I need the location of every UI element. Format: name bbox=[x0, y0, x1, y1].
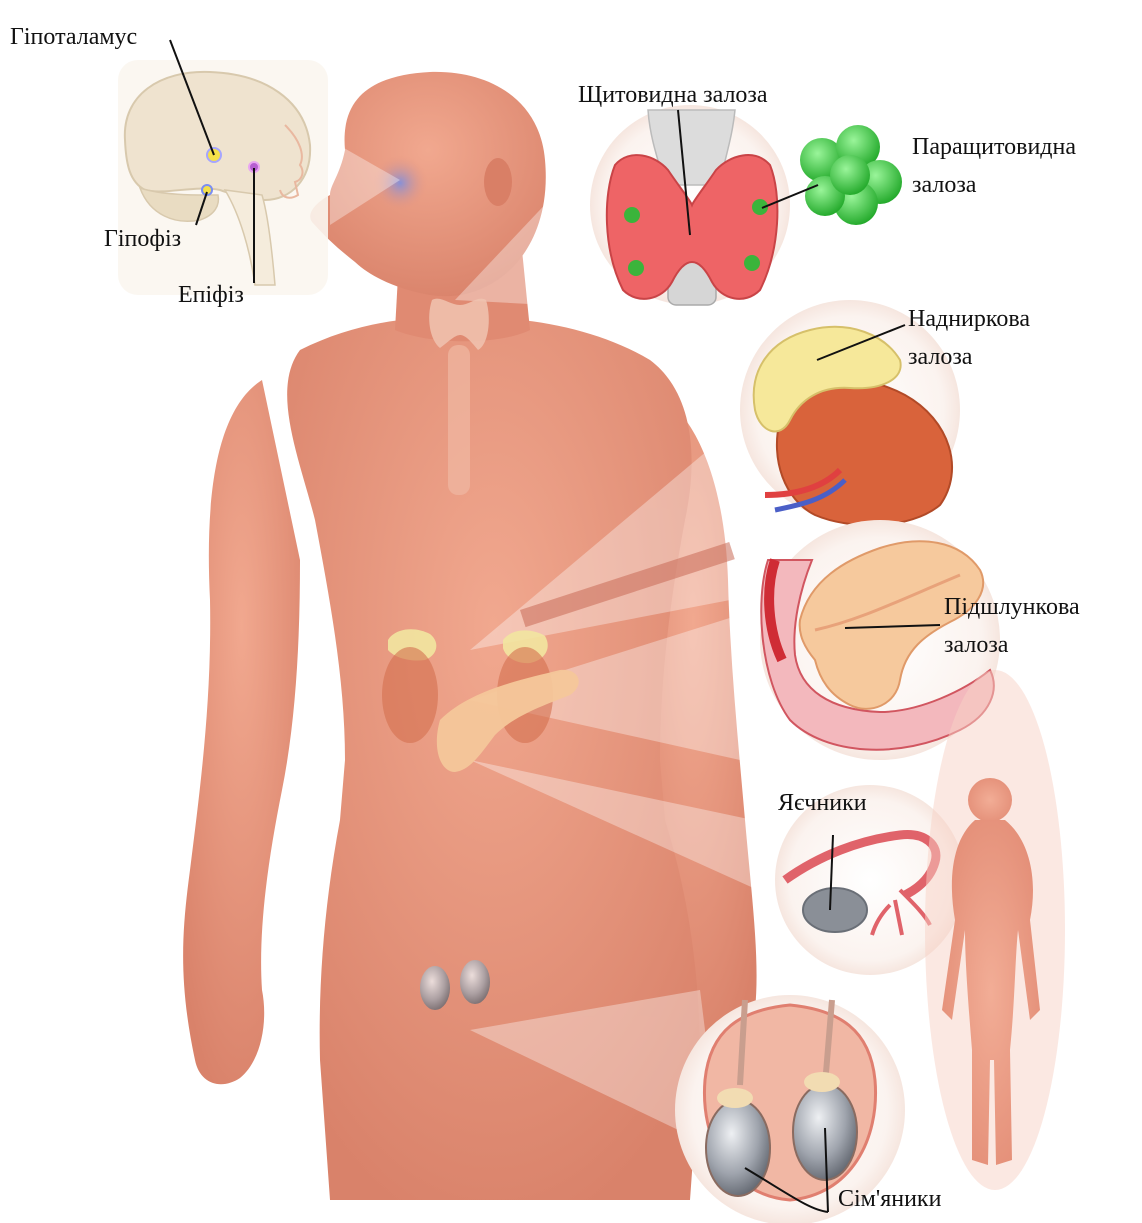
ovary bbox=[803, 888, 867, 932]
label-adrenal-line1: Надниркова bbox=[908, 304, 1030, 335]
label-testes: Сім'яники bbox=[838, 1184, 941, 1215]
ear bbox=[484, 158, 512, 206]
parathyroid-dot bbox=[744, 255, 760, 271]
left-arm bbox=[183, 380, 300, 1084]
label-parathyroid-line1: Паращитовидна bbox=[912, 132, 1076, 163]
label-adrenal-line2: залоза bbox=[908, 342, 972, 373]
label-pituitary: Гіпофіз bbox=[104, 224, 181, 255]
parathyroid-enlarged bbox=[800, 125, 902, 225]
label-parathyroid-line2: залоза bbox=[912, 170, 976, 201]
testis-small-left bbox=[420, 966, 450, 1010]
epididymis-right bbox=[804, 1072, 840, 1092]
parathyroid-dot bbox=[628, 260, 644, 276]
label-thyroid: Щитовидна залоза bbox=[578, 80, 768, 111]
label-ovaries: Яєчники bbox=[778, 788, 867, 819]
label-hypothalamus: Гіпоталамус bbox=[10, 22, 137, 53]
parathyroid-dot bbox=[624, 207, 640, 223]
label-pineal: Епіфіз bbox=[178, 280, 244, 311]
kidney-small-left bbox=[382, 647, 438, 743]
label-pancreas-line2: залоза bbox=[944, 630, 1008, 661]
trachea bbox=[448, 345, 470, 495]
female-figure bbox=[925, 670, 1065, 1190]
testis-small-right bbox=[460, 960, 490, 1004]
epididymis-left bbox=[717, 1088, 753, 1108]
label-pancreas-line1: Підшлункова bbox=[944, 592, 1080, 623]
thyroid-inset bbox=[590, 105, 790, 305]
brain-inset bbox=[118, 60, 328, 295]
testis-left bbox=[706, 1100, 770, 1196]
